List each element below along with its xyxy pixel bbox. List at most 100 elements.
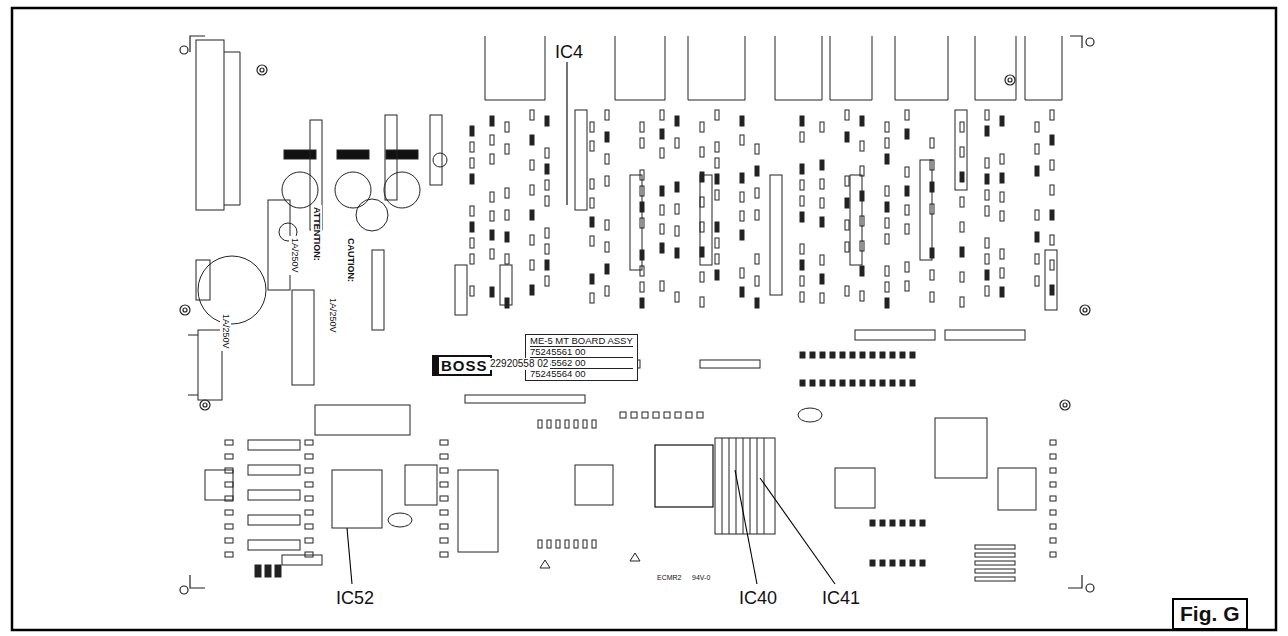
- smd-part: [740, 135, 744, 145]
- smd-part: [590, 217, 594, 227]
- smd-part: [583, 540, 587, 548]
- smd-part: [890, 520, 895, 526]
- smd-part: [1035, 210, 1039, 220]
- smd-part: [820, 380, 825, 386]
- smd-part: [850, 175, 862, 265]
- smd-part: [755, 188, 759, 198]
- smd-part: [1000, 249, 1004, 259]
- smd-part: [470, 158, 474, 168]
- smd-part: [985, 190, 989, 200]
- smd-part: [1035, 144, 1039, 154]
- smd-part: [860, 266, 864, 276]
- smd-part: [660, 129, 664, 139]
- smd-part: [930, 138, 934, 148]
- smd-part: [675, 138, 679, 148]
- smd-part: [1000, 287, 1004, 297]
- smd-part: [605, 132, 609, 142]
- smd-part: [470, 254, 474, 264]
- smd-part: [700, 147, 704, 157]
- smd-part: [255, 565, 261, 577]
- smd-part: [440, 468, 448, 473]
- smd-part: [845, 220, 849, 230]
- smd-part: [890, 352, 895, 358]
- smd-part: [305, 440, 313, 445]
- smd-part: [505, 144, 509, 154]
- smd-part: [305, 454, 313, 459]
- smd-part: [583, 420, 587, 428]
- smd-part: [870, 560, 875, 566]
- smd-part: [225, 552, 233, 557]
- warning-text: CAUTION:: [345, 236, 356, 284]
- smd-part: [265, 565, 271, 577]
- smd-part: [372, 250, 384, 330]
- smd-part: [565, 420, 569, 428]
- smd-part: [225, 538, 233, 543]
- smd-part: [985, 270, 989, 280]
- smd-part: [905, 281, 909, 291]
- smd-part: [975, 553, 1015, 557]
- smd-part: [1050, 285, 1054, 295]
- smd-part: [660, 110, 664, 120]
- smd-part: [545, 244, 549, 254]
- smd-part: [440, 454, 448, 459]
- smd-part: [590, 179, 594, 189]
- smd-part: [225, 468, 233, 473]
- smd-part: [960, 122, 964, 132]
- smd-part: [660, 243, 664, 253]
- frame: [12, 8, 1276, 630]
- smd-part: [530, 135, 534, 145]
- smd-part: [845, 176, 849, 186]
- smd-part: [385, 115, 397, 200]
- smd-part: [885, 266, 889, 276]
- smd-part: [1045, 250, 1057, 310]
- smd-part: [631, 412, 637, 418]
- smd-part: [660, 148, 664, 158]
- smd-part: [740, 230, 744, 240]
- smd-part: [225, 496, 233, 501]
- smd-part: [810, 352, 815, 358]
- smd-part: [305, 468, 313, 473]
- smd-part: [740, 268, 744, 278]
- smd-part: [740, 211, 744, 221]
- smd-part: [820, 179, 824, 189]
- smd-part: [700, 272, 704, 282]
- smd-part: [440, 440, 448, 445]
- smd-part: [490, 116, 494, 126]
- smd-part: [740, 116, 744, 126]
- smd-part: [900, 380, 905, 386]
- smd-part: [820, 255, 824, 265]
- smd-part: [800, 180, 804, 190]
- leader-lines: [347, 60, 835, 584]
- smd-part: [700, 172, 704, 182]
- smd-part: [545, 148, 549, 158]
- smd-part: [820, 352, 825, 358]
- smd-part: [860, 141, 864, 151]
- smd-part: [820, 160, 824, 170]
- smd-part: [545, 196, 549, 206]
- callout-label: IC4: [553, 42, 585, 62]
- smd-part: [885, 218, 889, 228]
- smd-part: [675, 226, 679, 236]
- smd-part: [590, 274, 594, 284]
- smd-part: [660, 186, 664, 196]
- smd-part: [530, 185, 534, 195]
- smd-part: [700, 297, 704, 307]
- smd-part: [556, 540, 560, 548]
- smd-part: [905, 110, 909, 120]
- smd-part: [660, 205, 664, 215]
- smd-part: [1000, 116, 1004, 126]
- smd-part: [490, 287, 494, 297]
- smd-part: [225, 454, 233, 459]
- smd-part: [910, 380, 915, 386]
- smd-part: [900, 352, 905, 358]
- smd-part: [225, 440, 233, 445]
- pcb-marking: 94V-0: [690, 573, 712, 582]
- smd-part: [885, 138, 889, 148]
- smd-part: [1050, 110, 1054, 120]
- smd-part: [985, 286, 989, 296]
- smd-part: [840, 380, 845, 386]
- smd-part: [530, 160, 534, 170]
- smd-part: [547, 540, 551, 548]
- smd-part: [1050, 235, 1054, 245]
- smd-part: [642, 412, 648, 418]
